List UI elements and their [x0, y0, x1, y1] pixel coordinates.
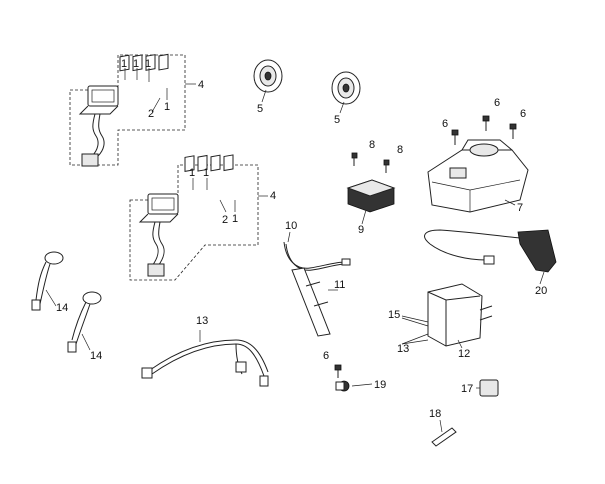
callout-labels: 1 1 1 2 1 4 1 1 2 1 4 5 5 6 6 6 7 8 8 9 …: [56, 58, 547, 420]
callout-1: 1: [145, 58, 151, 70]
callout-13: 13: [196, 315, 208, 327]
callout-6: 6: [323, 350, 329, 362]
callout-6: 6: [494, 97, 500, 109]
callout-7: 7: [517, 202, 523, 214]
cable-grip-assembly: [424, 229, 557, 285]
callout-14: 14: [90, 350, 102, 362]
screw-6-a: [451, 129, 459, 145]
speaker-left: [253, 59, 283, 103]
callout-14: 14: [56, 302, 68, 314]
socket-lead-upper: [31, 251, 64, 311]
fuse: [431, 419, 457, 447]
callout-5: 5: [334, 114, 340, 126]
callout-6: 6: [442, 118, 448, 130]
callout-5: 5: [257, 103, 263, 115]
callout-2: 2: [148, 108, 154, 120]
screw-8-b: [383, 159, 390, 173]
socket-lead-lower: [67, 291, 102, 353]
callout-11: 11: [334, 279, 345, 291]
callout-8: 8: [369, 139, 375, 151]
callout-10: 10: [285, 220, 297, 232]
callout-1: 1: [189, 167, 195, 179]
switch-assembly-upper: [69, 53, 196, 167]
callout-1: 1: [164, 101, 170, 113]
callout-4: 4: [270, 190, 276, 202]
callout-4: 4: [198, 79, 204, 91]
callout-18: 18: [429, 408, 441, 420]
sensor-harness: [283, 231, 351, 337]
screw-8-a: [351, 152, 358, 166]
rubber-cap: [476, 379, 499, 397]
callout-20: 20: [535, 285, 547, 297]
speaker-right: [331, 71, 361, 114]
small-connector: [334, 364, 373, 392]
callout-19: 19: [374, 379, 386, 391]
callout-9: 9: [358, 224, 364, 236]
callout-8: 8: [397, 144, 403, 156]
callout-1: 1: [203, 167, 209, 179]
relay-box: [401, 283, 493, 349]
callout-17: 17: [461, 383, 473, 395]
callout-12: 12: [458, 348, 470, 360]
screw-6-c: [509, 123, 517, 139]
control-box: [427, 139, 529, 213]
callout-1: 1: [232, 213, 238, 225]
callout-2: 2: [222, 214, 228, 226]
screw-6-b: [482, 115, 490, 131]
callout-6: 6: [520, 108, 526, 120]
callout-15: 15: [388, 309, 400, 321]
switch-assembly-lower: [129, 154, 268, 281]
electronic-module: [346, 179, 396, 225]
main-wire-harness: [141, 330, 269, 387]
callout-1: 1: [133, 58, 139, 70]
callout-13: 13: [397, 343, 409, 355]
callout-1: 1: [121, 58, 127, 70]
